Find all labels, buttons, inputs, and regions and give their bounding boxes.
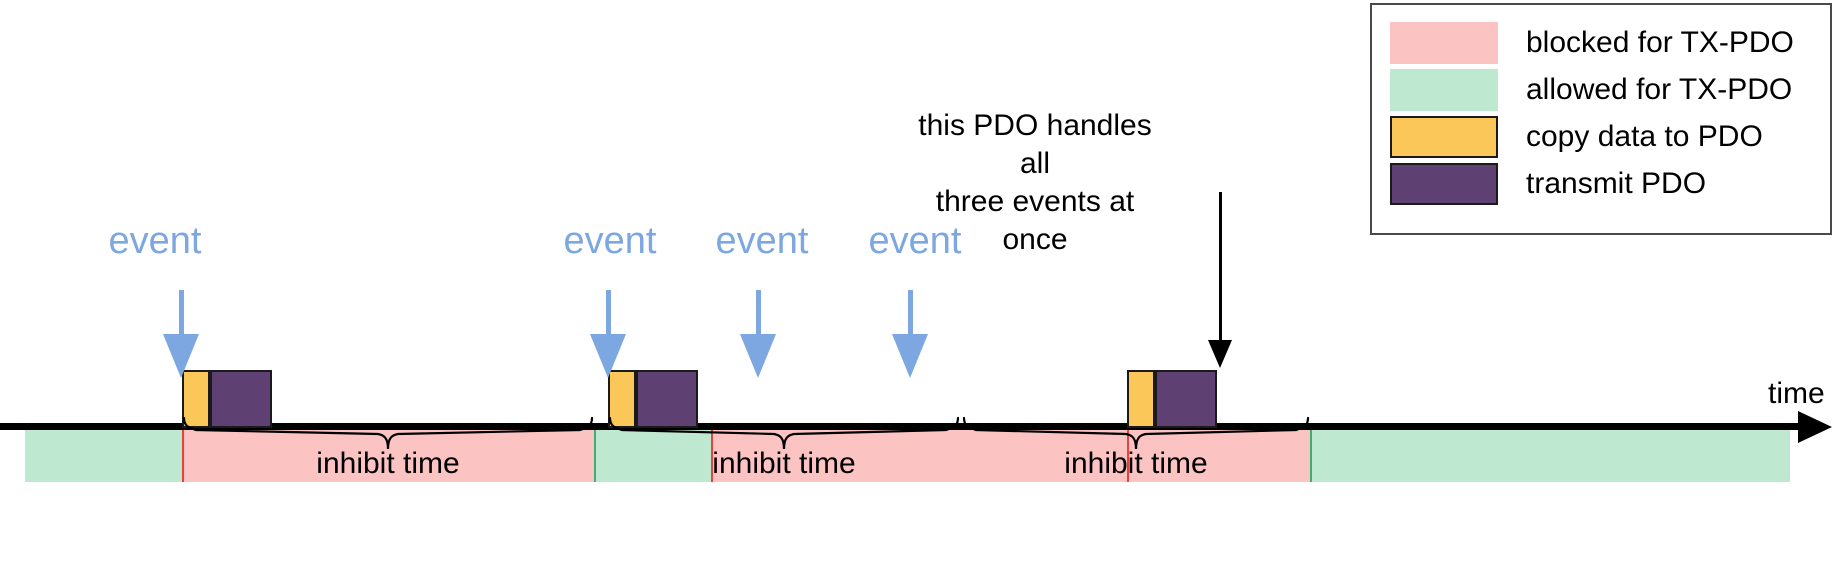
- event-arrow-icon: [161, 290, 201, 378]
- event-label: event: [868, 220, 962, 262]
- copy-data-to-pdo-box: [1127, 370, 1155, 428]
- event-arrow-stem: [178, 290, 184, 334]
- event-arrow-stem: [755, 290, 761, 334]
- band-segment-allowed: [594, 430, 711, 482]
- legend-item-label: blocked for TX-PDO: [1526, 25, 1794, 59]
- event-arrow-icon: [588, 290, 628, 378]
- event-arrow-icon: [738, 290, 778, 378]
- inhibit-time-brace: [962, 416, 1310, 452]
- event-arrow-head: [163, 334, 199, 378]
- event-arrow-head: [590, 334, 626, 378]
- legend-item: blocked for TX-PDO: [1390, 19, 1812, 66]
- event-arrow-head: [892, 334, 928, 378]
- band-segment-allowed: [1310, 430, 1790, 482]
- time-axis-label: time: [1768, 377, 1825, 410]
- swatch-allowed-icon: [1390, 68, 1498, 111]
- band-divider: [1127, 430, 1129, 482]
- legend-item-label: allowed for TX-PDO: [1526, 72, 1793, 106]
- band-divider: [594, 430, 596, 482]
- band-divider: [711, 430, 713, 482]
- time-axis-arrowhead: [1798, 410, 1832, 443]
- event-arrow-stem: [907, 290, 913, 334]
- annotation-arrow-stem: [1218, 192, 1222, 340]
- swatch-transmit-icon: [1390, 162, 1498, 205]
- legend: blocked for TX-PDO allowed for TX-PDO copy…: [1370, 3, 1832, 235]
- inhibit-time-label: inhibit time: [316, 447, 460, 480]
- inhibit-time-brace: [182, 416, 594, 452]
- time-axis-line: [0, 423, 1798, 430]
- inhibit-time-label: inhibit time: [712, 447, 856, 480]
- annotation-arrow-head: [1208, 340, 1232, 368]
- event-arrow-icon: [890, 290, 930, 378]
- inhibit-time-label: inhibit time: [1064, 447, 1208, 480]
- legend-item-label: transmit PDO: [1526, 166, 1707, 200]
- band-segment-blocked: [182, 430, 594, 482]
- legend-item: allowed for TX-PDO: [1390, 66, 1812, 113]
- event-arrow-head: [740, 334, 776, 378]
- event-label: event: [563, 220, 657, 262]
- transmit-pdo-box: [636, 370, 698, 428]
- annotation-arrow-icon: [1208, 192, 1232, 368]
- band-divider: [1310, 430, 1312, 482]
- swatch-copy-icon: [1390, 115, 1498, 158]
- band-segment-blocked: [711, 430, 1310, 482]
- band-segment-allowed: [25, 430, 182, 482]
- event-label: event: [715, 220, 809, 262]
- event-label: event: [108, 220, 202, 262]
- band-divider: [182, 430, 184, 482]
- transmit-pdo-box: [210, 370, 272, 428]
- legend-item-label: copy data to PDO: [1526, 119, 1763, 153]
- event-arrow-stem: [605, 290, 611, 334]
- transmit-pdo-box: [1155, 370, 1217, 428]
- swatch-blocked-icon: [1390, 21, 1498, 64]
- inhibit-time-brace: [608, 416, 960, 452]
- annotation-text: this PDO handles all three events at onc…: [918, 109, 1152, 256]
- legend-item: copy data to PDO: [1390, 113, 1812, 160]
- legend-item: transmit PDO: [1390, 160, 1812, 207]
